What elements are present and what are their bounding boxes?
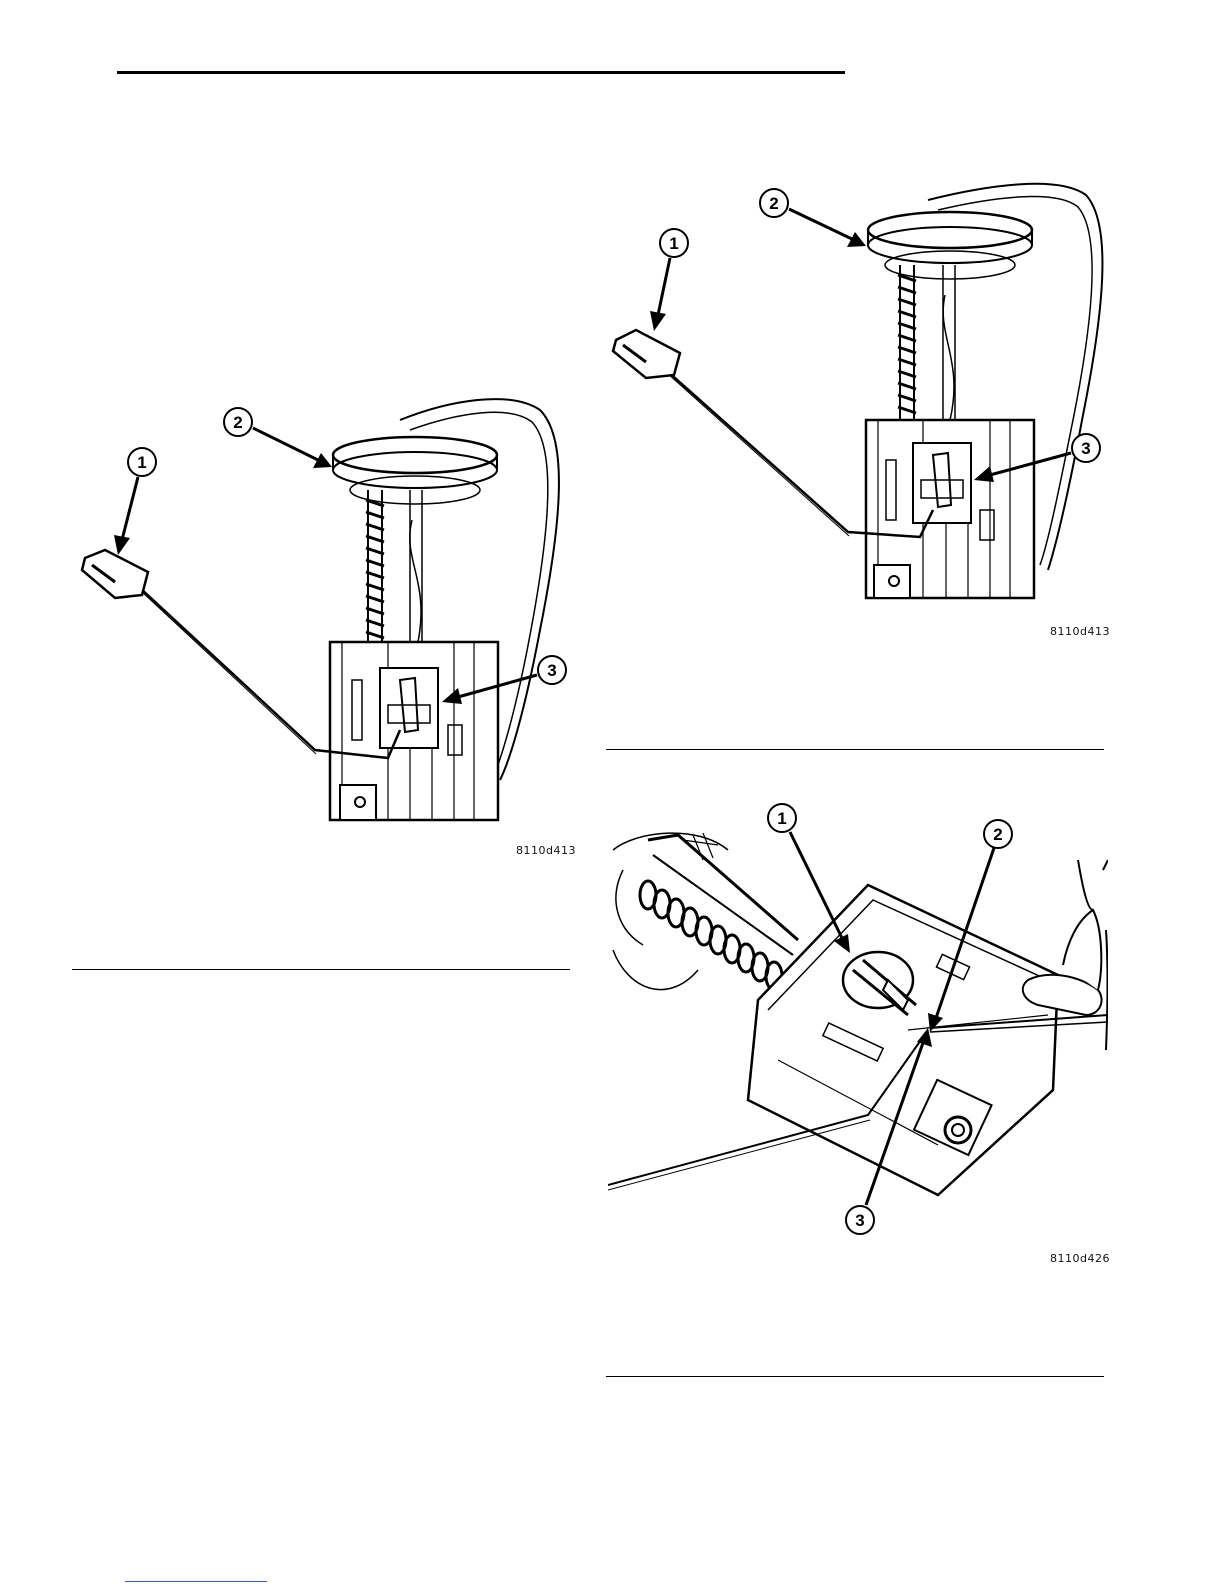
header-rule <box>117 71 845 74</box>
fuel-sensor-removal-illustration: 1 2 3 <box>608 800 1108 1240</box>
callout-3-label: 3 <box>855 1211 864 1230</box>
figure-divider <box>72 969 570 970</box>
callout-2-label: 2 <box>769 194 778 213</box>
footer-link-underline[interactable] <box>125 1581 267 1582</box>
figure-divider <box>606 749 1104 750</box>
callout-1-label: 1 <box>669 234 678 253</box>
callout-3-label: 3 <box>1081 439 1090 458</box>
figure-fuel-level-sensor-right: 1 2 3 8110d413 <box>608 175 1108 605</box>
figure-fuel-level-sensor-left: 1 2 3 8110d413 <box>70 380 570 850</box>
callout-2-label: 2 <box>993 825 1002 844</box>
callout-1-label: 1 <box>137 453 146 472</box>
figure-code: 8110d413 <box>1050 625 1110 638</box>
callout-2-label: 2 <box>233 413 242 432</box>
figure-divider <box>606 1376 1104 1377</box>
figure-code: 8110d413 <box>516 844 576 857</box>
figure-code: 8110d426 <box>1050 1252 1110 1265</box>
fuel-pump-module-illustration: 1 2 3 <box>608 175 1108 605</box>
fuel-pump-module-illustration: 1 2 3 <box>70 380 570 850</box>
callout-3-label: 3 <box>547 661 556 680</box>
figure-sensor-release-tab: 1 2 3 8110d426 <box>608 800 1108 1270</box>
callout-1-label: 1 <box>777 809 786 828</box>
